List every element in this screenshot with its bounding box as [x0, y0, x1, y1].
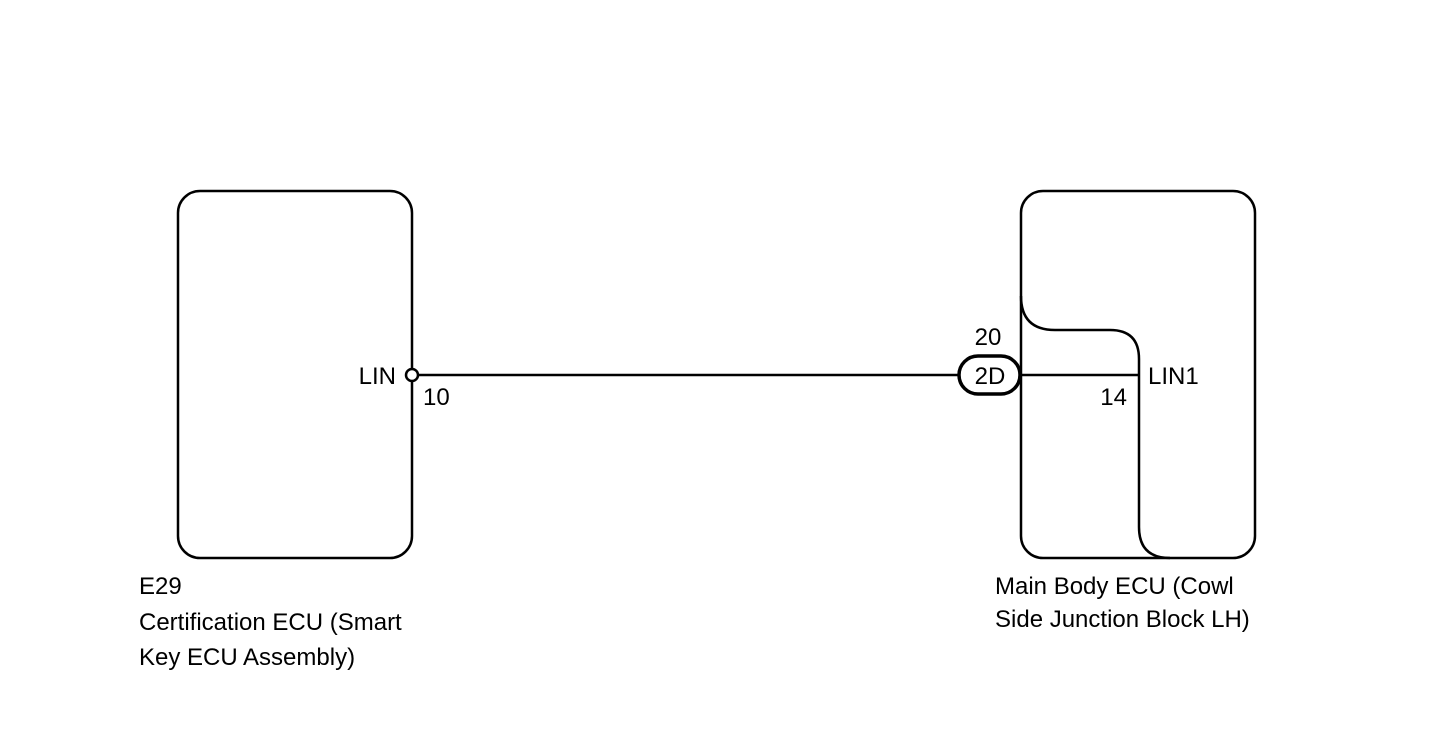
main-body-ecu-internal-wire: [1019, 295, 1171, 560]
left-terminal-pin: 10: [423, 384, 450, 411]
left-terminal-name: LIN: [359, 363, 396, 390]
right-terminal-name: LIN1: [1148, 363, 1199, 390]
right-component-name-line1: Main Body ECU (Cowl: [995, 573, 1234, 600]
left-component-code: E29: [139, 573, 182, 600]
connector-2d-capsule: [957, 354, 1022, 396]
connector-pin-number: 20: [975, 324, 1002, 351]
left-component-name-line2: Key ECU Assembly): [139, 644, 355, 671]
left-component-name-line1: Certification ECU (Smart: [139, 609, 402, 636]
connector-2d-label: 2D: [975, 363, 1006, 390]
right-terminal-pin: 14: [1100, 384, 1127, 411]
right-component-name-line2: Side Junction Block LH): [995, 606, 1250, 633]
lin-terminal-circle: [404, 367, 420, 383]
